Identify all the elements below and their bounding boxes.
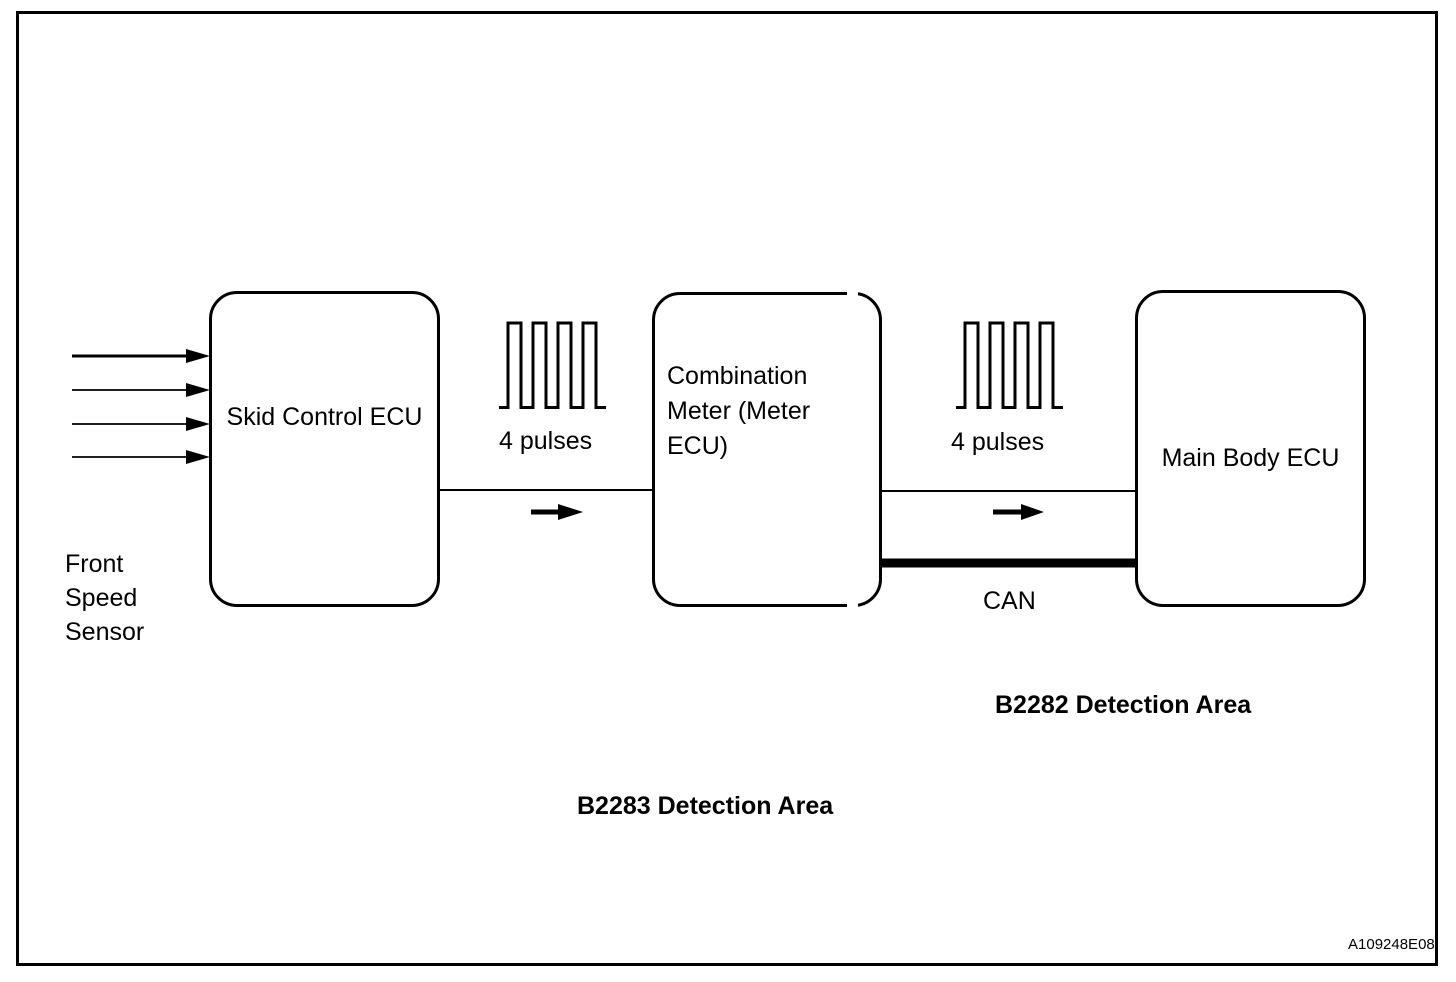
node-skid-control-ecu: Skid Control ECU <box>209 291 440 607</box>
front-speed-sensor-label: Front Speed Sensor <box>65 550 145 646</box>
figure-code: A109248E08 <box>1348 936 1435 953</box>
main-body-ecu-label: Main Body ECU <box>1161 444 1340 472</box>
diagram-border <box>16 11 1438 966</box>
combination-meter-label: Combination Meter (Meter ECU) <box>667 362 811 460</box>
node-main-body-ecu: Main Body ECU <box>1135 290 1366 607</box>
detection-area-b2282-label: B2282 Detection Area <box>995 691 1252 719</box>
detection-area-b2283-label: B2283 Detection Area <box>577 792 834 820</box>
pulse-count-label-1: 4 pulses <box>499 427 593 455</box>
skid-control-ecu-label: Skid Control ECU <box>226 403 423 431</box>
node-combination-meter: Combination Meter (Meter ECU) <box>652 292 882 607</box>
pulse-count-label-2: 4 pulses <box>951 428 1045 456</box>
can-bus-label: CAN <box>983 587 1036 615</box>
